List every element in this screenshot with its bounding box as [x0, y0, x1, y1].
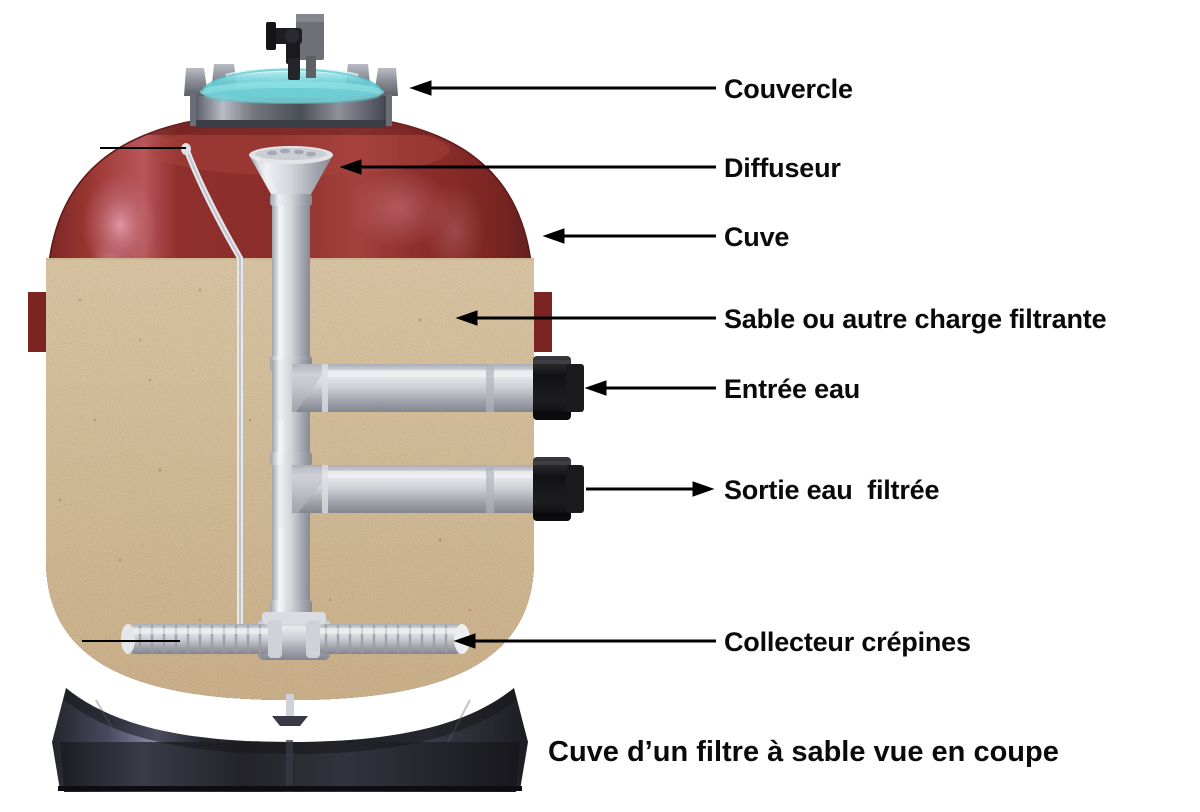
leader-couvercle [409, 80, 716, 96]
diffuser-cone [249, 146, 333, 206]
label-collecteur-crepines: Collecteur crépines [724, 627, 971, 657]
label-sortie-eau-filtree: Sortie eau filtrée [724, 475, 940, 505]
leader-sortie [586, 481, 715, 497]
leader-entree [584, 380, 716, 396]
outlet-pipe [272, 457, 584, 528]
label-sable-ou-autre-charge-filtrante: Sable ou autre charge filtrante [724, 304, 1107, 334]
air-bleed-valve [266, 14, 324, 80]
leader-sable [455, 310, 716, 326]
label-couvercle: Couvercle [724, 74, 853, 104]
label-cuve: Cuve [724, 222, 790, 252]
inlet-pipe [272, 356, 584, 420]
leader-arrows [82, 80, 716, 649]
pedestal-base [52, 688, 528, 792]
leader-diffuseur [339, 159, 716, 175]
label-entree-eau: Entrée eau [724, 374, 861, 404]
label-diffuseur: Diffuseur [724, 153, 841, 183]
lid-transparent [200, 68, 384, 104]
lateral-collector [121, 612, 470, 726]
leader-cuve [542, 228, 716, 244]
leader-collecteur [82, 633, 716, 649]
figure-caption: Cuve d’un filtre à sable vue en coupe [548, 736, 1059, 768]
